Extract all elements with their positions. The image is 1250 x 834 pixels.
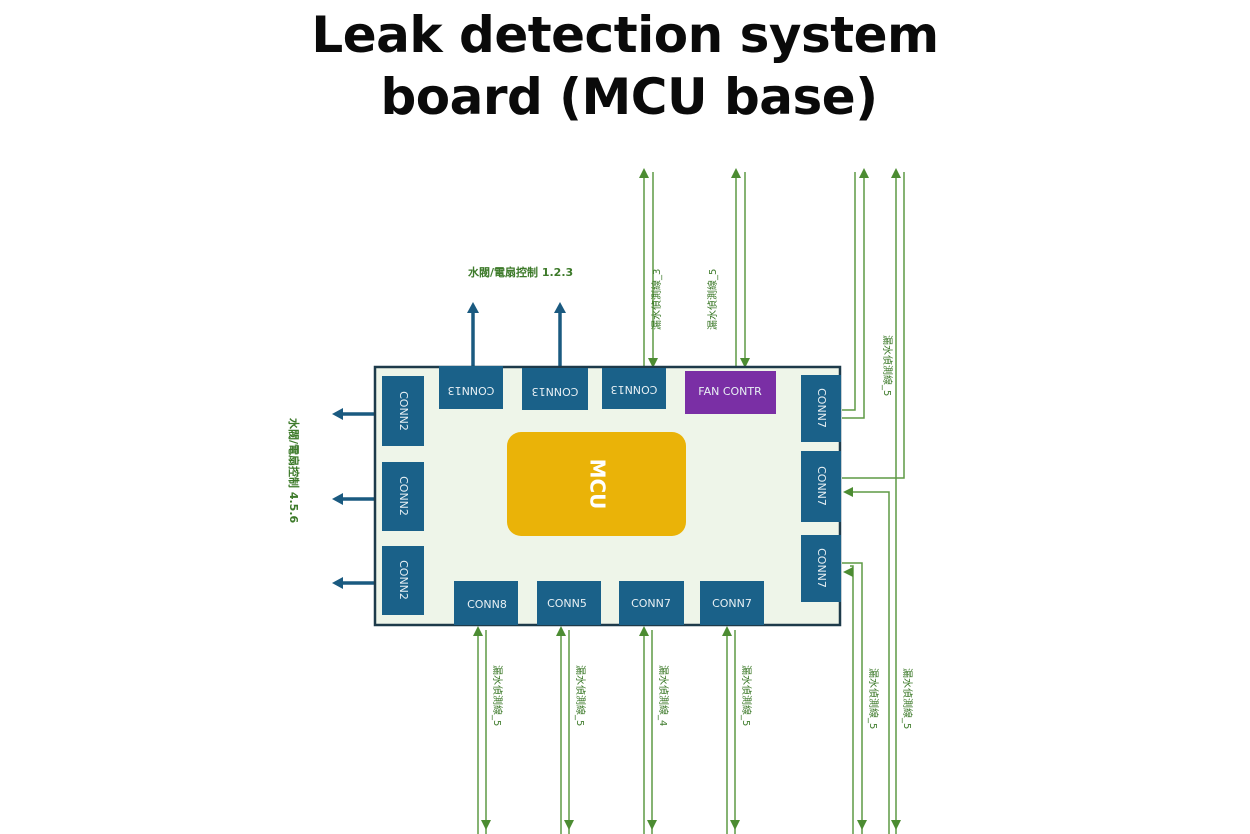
top-sensor-line-2: 漏水偵測線_5 <box>706 168 750 368</box>
arrow-down-icon <box>564 820 574 830</box>
arrow-left-icon <box>332 408 343 420</box>
connector-label: CONN8 <box>467 598 507 611</box>
bottom-sensor-label-4: 漏水偵測線_5 <box>740 665 753 726</box>
connector-label: CONN13 <box>611 383 658 396</box>
arrow-down-icon <box>857 820 867 830</box>
bottom-sensor-line-1: 漏水偵測線_5 <box>473 626 504 834</box>
arrow-up-icon <box>639 626 649 636</box>
top-outputs-label: 水閥/電扇控制 1.2.3 <box>468 265 573 279</box>
top-output-lines: 水閥/電扇控制 1.2.3 <box>467 265 573 372</box>
arrow-left-icon <box>332 493 343 505</box>
connector-label: CONN2 <box>397 476 410 516</box>
fan-controller[interactable]: FAN CONTR <box>685 371 776 414</box>
arrow-left-icon <box>332 577 343 589</box>
arrow-down-icon <box>740 358 750 368</box>
top-connector-2[interactable]: CONN13 <box>522 368 588 410</box>
arrow-up-icon <box>639 168 649 178</box>
arrow-up-icon <box>859 168 869 178</box>
diagram-title-line-1: Leak detection system <box>311 6 939 64</box>
right-sensor-lines: 漏水偵測線_5 漏水偵測線_5 漏水偵測線_5 <box>842 168 914 834</box>
bottom-sensor-lines: 漏水偵測線_5 漏水偵測線_5 漏水偵測線_4 漏水偵測線_5 <box>473 626 753 834</box>
right-connector-3[interactable]: CONN7 <box>801 535 841 602</box>
top-connector-3[interactable]: CONN13 <box>602 368 666 409</box>
top-sensor-label-2: 漏水偵測線_5 <box>706 269 719 330</box>
right-bottom-sensor-label-1: 漏水偵測線_5 <box>867 668 880 729</box>
arrow-down-icon <box>891 820 901 830</box>
arrow-up-icon <box>722 626 732 636</box>
diagram-title-line-2: board (MCU base) <box>380 68 878 126</box>
connector-label: CONN7 <box>815 388 828 428</box>
right-connector-2[interactable]: CONN7 <box>801 451 841 522</box>
bottom-connector-4[interactable]: CONN7 <box>700 581 764 625</box>
left-connector-2[interactable]: CONN2 <box>382 462 424 531</box>
top-sensor-label-1: 漏水偵測線_3 <box>650 269 663 330</box>
arrow-up-icon <box>556 626 566 636</box>
arrow-down-icon <box>647 820 657 830</box>
connector-label: CONN13 <box>532 385 579 398</box>
connector-label: CONN7 <box>815 548 828 588</box>
right-connector-1[interactable]: CONN7 <box>801 375 841 442</box>
mcu-label: MCU <box>586 459 610 510</box>
left-connector-3[interactable]: CONN2 <box>382 546 424 615</box>
connector-label: CONN7 <box>712 597 752 610</box>
bottom-sensor-label-3: 漏水偵測線_4 <box>657 665 670 726</box>
mcu-chip[interactable]: MCU <box>507 432 686 536</box>
connector-label: CONN2 <box>397 560 410 600</box>
right-sensor-top-label: 漏水偵測線_5 <box>881 335 894 396</box>
arrow-up-icon <box>731 168 741 178</box>
bottom-sensor-line-2: 漏水偵測線_5 <box>556 626 587 834</box>
arrow-down-icon <box>730 820 740 830</box>
arrow-up-icon <box>554 302 566 313</box>
arrow-up-icon <box>891 168 901 178</box>
bottom-connector-3[interactable]: CONN7 <box>619 581 684 625</box>
bottom-connector-2[interactable]: CONN5 <box>537 581 601 625</box>
left-output-lines: 水閥/電扇控制 4.5.6 <box>287 408 378 589</box>
bottom-sensor-line-4: 漏水偵測線_5 <box>722 626 753 834</box>
bottom-sensor-line-3: 漏水偵測線_4 <box>639 626 670 834</box>
arrow-left-icon <box>843 487 853 497</box>
arrow-down-icon <box>481 820 491 830</box>
connector-label: CONN2 <box>397 391 410 431</box>
fan-controller-label: FAN CONTR <box>698 385 762 398</box>
arrow-up-icon <box>467 302 479 313</box>
connector-label: CONN13 <box>448 384 495 397</box>
arrow-up-icon <box>473 626 483 636</box>
connector-label: CONN5 <box>547 597 587 610</box>
right-bottom-sensor-label-2: 漏水偵測線_5 <box>901 668 914 729</box>
left-outputs-label: 水閥/電扇控制 4.5.6 <box>287 418 301 524</box>
left-connector-1[interactable]: CONN2 <box>382 376 424 446</box>
arrow-left-icon <box>843 567 853 577</box>
bottom-sensor-label-1: 漏水偵測線_5 <box>491 665 504 726</box>
connector-label: CONN7 <box>815 466 828 506</box>
connector-label: CONN7 <box>631 597 671 610</box>
top-sensor-line-1: 漏水偵測線_3 <box>639 168 663 368</box>
arrow-down-icon <box>648 358 658 368</box>
bottom-sensor-label-2: 漏水偵測線_5 <box>574 665 587 726</box>
bottom-connector-1[interactable]: CONN8 <box>454 581 518 625</box>
top-connector-1[interactable]: CONN13 <box>439 366 503 409</box>
